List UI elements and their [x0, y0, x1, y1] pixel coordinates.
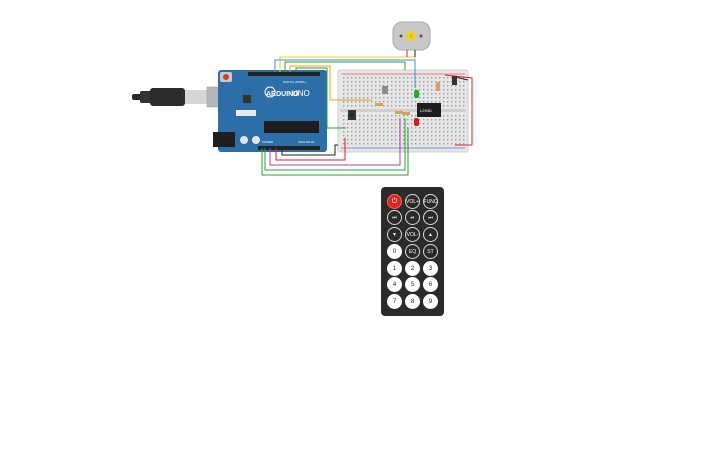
- remote-button[interactable]: 1: [387, 261, 402, 276]
- remote-button[interactable]: 9: [423, 294, 438, 309]
- remote-button[interactable]: ⏯: [405, 210, 420, 225]
- remote-button[interactable]: 4: [387, 277, 402, 292]
- led-green[interactable]: [414, 90, 419, 98]
- diode[interactable]: [452, 76, 457, 85]
- digital-label: DIGITAL (PWM~): [283, 80, 306, 84]
- arduino-model: UNO: [292, 89, 310, 98]
- resistor[interactable]: [402, 112, 410, 115]
- remote-button[interactable]: VOL-: [405, 227, 420, 242]
- components: L293D: [348, 76, 457, 126]
- resistor[interactable]: [395, 111, 403, 114]
- resistor[interactable]: [375, 103, 383, 106]
- dc-motor[interactable]: [392, 21, 431, 57]
- remote-button[interactable]: 3: [423, 261, 438, 276]
- remote-button[interactable]: ST: [423, 244, 438, 259]
- ic-chip[interactable]: [417, 103, 441, 117]
- usb-cable[interactable]: [132, 86, 235, 108]
- ic-chip-label: L293D: [420, 108, 432, 113]
- remote-button[interactable]: ▲: [423, 227, 438, 242]
- atmega-chip: [264, 121, 319, 133]
- remote-button[interactable]: 7: [387, 294, 402, 309]
- remote-button[interactable]: 5: [405, 277, 420, 292]
- remote-button[interactable]: ⏮: [387, 210, 402, 225]
- led-red[interactable]: [414, 118, 419, 126]
- remote-button[interactable]: 6: [423, 277, 438, 292]
- wires[interactable]: [261, 56, 473, 176]
- remote-button[interactable]: ▼: [387, 227, 402, 242]
- arduino-logo: ARDUINO: [266, 91, 299, 98]
- transistor[interactable]: [382, 86, 388, 94]
- power-label: POWER: [262, 140, 274, 144]
- remote-button[interactable]: EQ: [405, 244, 420, 259]
- remote-button[interactable]: ⏭: [423, 210, 438, 225]
- arduino-uno-board[interactable]: ARDUINO UNO DIGITAL (PWM~) POWER ANALOG …: [213, 70, 327, 152]
- remote-button[interactable]: FUNC: [423, 194, 438, 209]
- remote-button[interactable]: 2: [405, 261, 420, 276]
- power-jack: [213, 132, 235, 147]
- remote-button[interactable]: 8: [405, 294, 420, 309]
- remote-button[interactable]: 0: [387, 244, 402, 259]
- analog-label: ANALOG IN: [298, 140, 314, 144]
- remote-button[interactable]: VOL+: [405, 194, 420, 209]
- resistor[interactable]: [436, 82, 440, 91]
- remote-button[interactable]: ⏻: [387, 194, 402, 209]
